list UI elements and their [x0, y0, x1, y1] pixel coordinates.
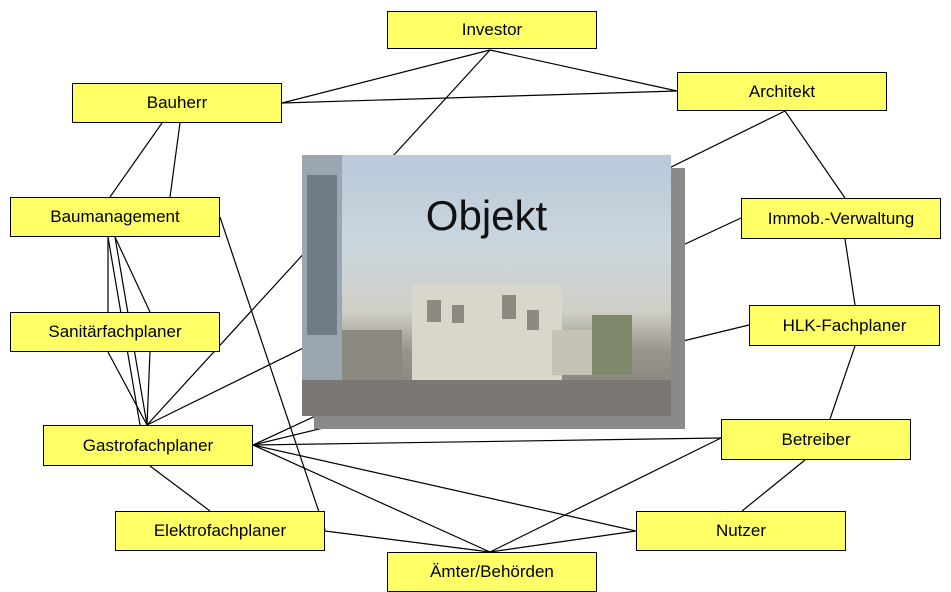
- edge-investor-architekt: [489, 49, 678, 92]
- node-architekt: Architekt: [677, 72, 887, 111]
- node-immob-verwaltung: Immob.-Verwaltung: [741, 198, 941, 239]
- edge-betreiber-aemter: [489, 437, 722, 553]
- edge-gastro-elektro: [149, 465, 211, 512]
- edge-baumanagement-sanitaer-b: [114, 236, 151, 313]
- edge-gastro-aemter: [252, 444, 491, 553]
- node-investor: Investor: [387, 11, 597, 49]
- edge-nutzer-aemter: [489, 530, 637, 553]
- node-baumanagement: Baumanagement: [10, 197, 220, 237]
- edge-sanitaer-gastro-a: [107, 351, 148, 426]
- building-illustration: [302, 155, 671, 416]
- node-elektrofachplaner: Elektrofachplaner: [115, 511, 325, 551]
- edge-bauherr-baumanagement-b: [169, 122, 181, 198]
- edge-elektro-aemter: [324, 530, 491, 553]
- edge-bauherr-architekt: [281, 90, 678, 104]
- node-nutzer: Nutzer: [636, 511, 846, 551]
- edge-betreiber-nutzer: [741, 459, 806, 512]
- photo-title: Objekt: [425, 192, 548, 239]
- node-bauherr: Bauherr: [72, 83, 282, 123]
- node-sanitaerfachplaner: Sanitärfachplaner: [10, 312, 220, 352]
- edge-architekt-immob: [784, 110, 846, 199]
- edge-gastro-nutzer: [252, 444, 637, 532]
- node-betreiber: Betreiber: [721, 419, 911, 460]
- node-hlk-fachplaner: HLK-Fachplaner: [749, 305, 940, 346]
- edge-sanitaer-gastro-b: [146, 351, 151, 426]
- edge-hlk-betreiber: [829, 345, 856, 420]
- building-photo: Objekt: [302, 155, 671, 416]
- edge-immob-hlk: [844, 238, 856, 306]
- node-gastrofachplaner: Gastrofachplaner: [43, 425, 253, 466]
- edge-betreiber-gastrofachplaner: [252, 437, 722, 446]
- node-aemter-behoerden: Ämter/Behörden: [387, 552, 597, 592]
- edge-baumanagement-elektro: [219, 216, 326, 531]
- edge-investor-bauherr: [281, 49, 491, 104]
- edge-bauherr-baumanagement-a: [109, 122, 163, 198]
